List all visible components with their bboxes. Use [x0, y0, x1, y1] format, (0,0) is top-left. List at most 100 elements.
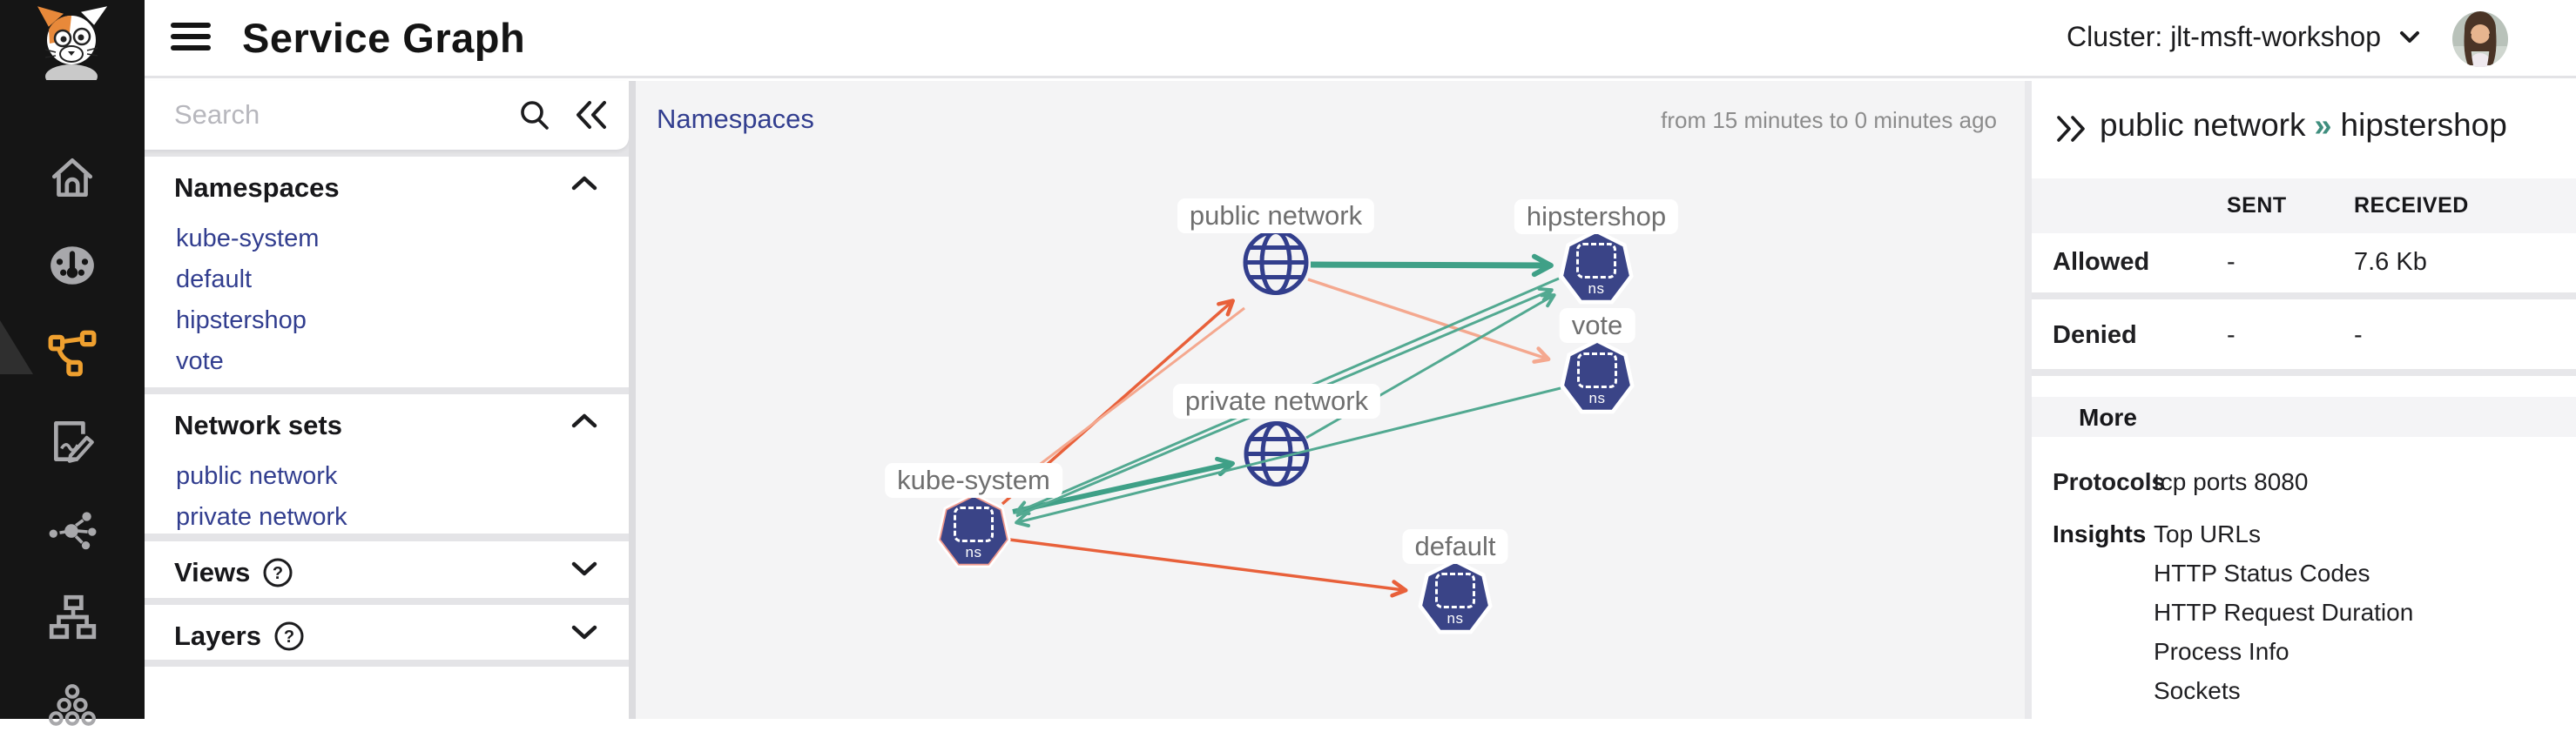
- search-icon[interactable]: [517, 98, 552, 136]
- help-icon[interactable]: ?: [262, 557, 293, 588]
- edge-source-label: public network: [2100, 107, 2306, 143]
- chevron-down-icon[interactable]: [570, 622, 599, 646]
- clusters-icon: [47, 680, 98, 730]
- protocols-value: tcp ports 8080: [2154, 468, 2309, 495]
- rail-item-service-graph[interactable]: [0, 313, 145, 393]
- chevron-down-icon[interactable]: [570, 559, 599, 582]
- node-label-kube-system: kube-system: [885, 463, 1062, 498]
- dashboard-icon: [47, 240, 98, 291]
- sidebar-filler: [145, 667, 629, 719]
- edge-vote-to-kube-system[interactable]: [1015, 386, 1561, 528]
- node-label-vote: vote: [1559, 308, 1635, 343]
- top-bar: Service Graph Cluster: jlt-msft-workshop: [145, 0, 2576, 78]
- insight-item-top-urls: Top URLs: [2154, 520, 2261, 547]
- graph-panel-divider: [2025, 81, 2032, 719]
- row-label: Allowed: [2053, 248, 2150, 276]
- insight-item-sockets: Sockets: [2154, 677, 2241, 704]
- row-received-value: -: [2354, 321, 2363, 349]
- chevron-up-icon[interactable]: [570, 174, 599, 198]
- row-divider: [2032, 292, 2576, 299]
- edge-direction-icon: »: [2314, 107, 2332, 143]
- collapse-sidebar-icon[interactable]: [573, 98, 610, 134]
- collapse-panel-icon[interactable]: [2054, 114, 2089, 146]
- edge-dest-label: hipstershop: [2340, 107, 2507, 143]
- namespace-hexnode-icon: ns: [1422, 563, 1488, 630]
- edge-kube-system-to-private-network[interactable]: [1012, 456, 1235, 514]
- node-label-default: default: [1402, 529, 1508, 564]
- rail-item-home[interactable]: [0, 138, 145, 218]
- row-label: Denied: [2053, 321, 2137, 349]
- sidebar-item-hipstershop[interactable]: hipstershop: [176, 306, 307, 334]
- sidebar-item-private-network[interactable]: private network: [176, 503, 347, 531]
- rail-item-clusters[interactable]: [0, 665, 145, 745]
- user-avatar[interactable]: [2452, 11, 2508, 67]
- protocols-label: Protocols: [2053, 468, 2166, 495]
- sent-column-header: SENT: [2227, 193, 2287, 218]
- rail-item-reports[interactable]: [0, 401, 145, 481]
- rail-item-network-molecule[interactable]: [0, 489, 145, 569]
- edge-kube-system-to-default[interactable]: [1008, 538, 1408, 598]
- node-label-private-network: private network: [1172, 384, 1381, 419]
- service-graph-icon: [47, 328, 98, 379]
- sidebar-item-kube-system[interactable]: kube-system: [176, 225, 320, 252]
- insight-item-http-status-codes: HTTP Status Codes: [2154, 560, 2370, 587]
- sidebar-search-card: [145, 81, 629, 150]
- chevron-up-icon[interactable]: [570, 412, 599, 435]
- section-title: Network sets: [174, 410, 342, 440]
- calico-logo[interactable]: [14, 3, 131, 89]
- graph-node-kube-system[interactable]: ns: [935, 493, 1012, 571]
- insight-item-process-info: Process Info: [2154, 638, 2289, 665]
- section-header[interactable]: Layers?: [174, 621, 305, 652]
- section-title: Namespaces: [174, 172, 340, 203]
- more-section-header: More: [2032, 397, 2576, 437]
- received-column-header: RECEIVED: [2354, 193, 2469, 218]
- menu-toggle-button[interactable]: [171, 23, 212, 56]
- row-divider: [2032, 369, 2576, 376]
- traffic-table-header: SENT RECEIVED: [2032, 178, 2576, 233]
- sidebar-item-public-network[interactable]: public network: [176, 462, 338, 490]
- page-title: Service Graph: [242, 15, 526, 61]
- service-graph-canvas[interactable]: Namespaces from 15 minutes to 0 minutes …: [636, 81, 2025, 719]
- sidebar-item-default[interactable]: default: [176, 265, 253, 293]
- graph-node-default[interactable]: ns: [1417, 559, 1494, 637]
- sidebar-graph-divider: [629, 81, 636, 719]
- section-header[interactable]: Network sets: [174, 410, 342, 441]
- graph-node-vote[interactable]: ns: [1559, 339, 1635, 417]
- left-nav-rail: [0, 0, 145, 726]
- chevron-down-icon: [2400, 30, 2419, 43]
- cluster-selector[interactable]: Cluster: jlt-msft-workshop: [2067, 21, 2423, 53]
- namespace-hexnode-icon: ns: [1564, 343, 1630, 410]
- network-molecule-icon: [47, 504, 98, 554]
- section-title: Views: [174, 557, 251, 587]
- row-received-value: 7.6 Kb: [2354, 248, 2427, 276]
- sidebar-section-namespaces: Namespaces kube-system default hipstershop v…: [145, 157, 629, 387]
- namespace-hexnode-icon: ns: [941, 497, 1007, 564]
- section-header[interactable]: Views?: [174, 557, 293, 588]
- sidebar-section-views: Views?: [145, 541, 629, 598]
- cluster-label: Cluster: jlt-msft-workshop: [2067, 21, 2381, 52]
- graph-view-title: Namespaces: [657, 104, 814, 134]
- sidebar: Namespaces kube-system default hipstershop v…: [145, 81, 629, 719]
- sitemap-icon: [47, 592, 98, 642]
- section-header[interactable]: Namespaces: [174, 172, 340, 204]
- search-input[interactable]: [174, 93, 488, 137]
- sidebar-section-network-sets: Network sets public network private networ…: [145, 394, 629, 534]
- more-label: More: [2079, 404, 2137, 431]
- rail-item-dashboard[interactable]: [0, 225, 145, 305]
- node-label-hipstershop: hipstershop: [1514, 199, 1679, 234]
- help-icon[interactable]: ?: [273, 621, 305, 652]
- row-sent-value: -: [2227, 248, 2235, 276]
- home-icon: [47, 152, 98, 203]
- row-sent-value: -: [2227, 321, 2235, 349]
- sidebar-item-vote[interactable]: vote: [176, 347, 224, 375]
- edge-public-network-to-vote[interactable]: [1307, 278, 1551, 364]
- rail-item-sitemap[interactable]: [0, 577, 145, 657]
- edge-title: public network»hipstershop: [2100, 107, 2507, 144]
- namespace-hexnode-icon: ns: [1563, 233, 1629, 300]
- graph-node-hipstershop[interactable]: ns: [1558, 229, 1635, 307]
- reports-icon: [47, 416, 98, 466]
- svg-text:?: ?: [273, 564, 283, 583]
- detail-panel: public network»hipstershop SENT RECEIVED…: [2032, 81, 2576, 719]
- insights-label: Insights: [2053, 520, 2147, 547]
- sidebar-section-layers: Layers?: [145, 605, 629, 660]
